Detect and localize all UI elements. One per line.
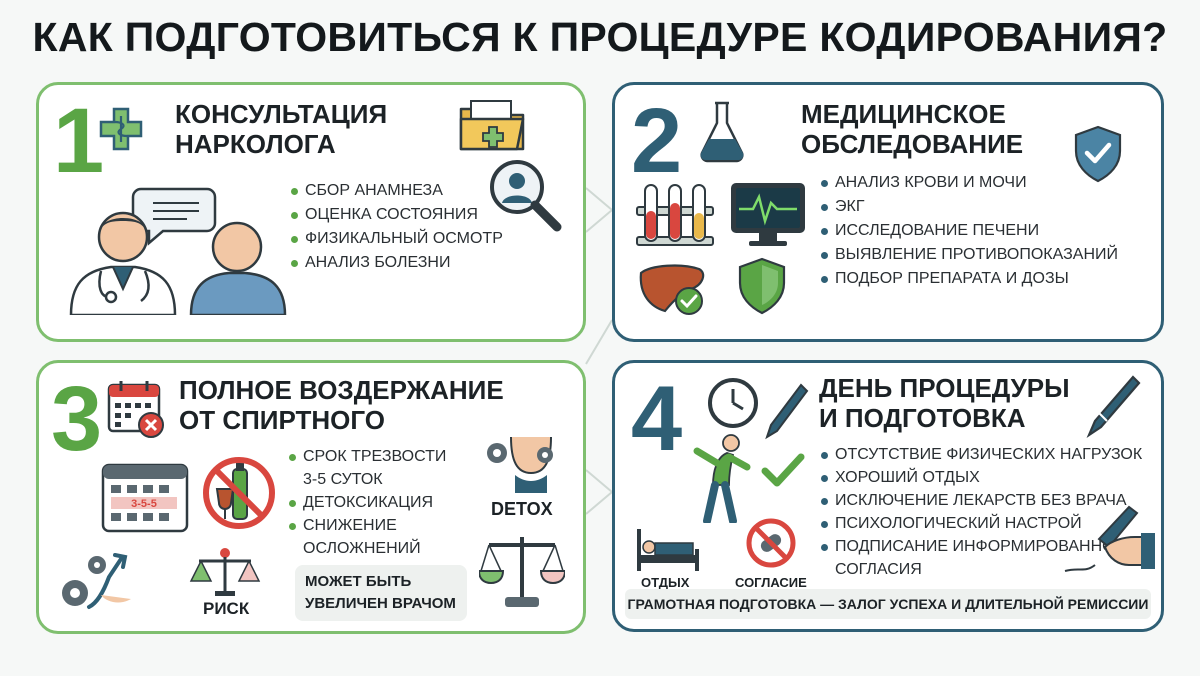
- list-item: АНАЛИЗ БОЛЕЗНИ: [289, 251, 503, 275]
- risk-label: РИСК: [203, 599, 250, 618]
- list-item: АНАЛИЗ КРОВИ И МОЧИ: [819, 171, 1118, 195]
- step-2-title-line1: МЕДИЦИНСКОЕ: [801, 99, 1006, 129]
- list-item: ОТСУТСТВИЕ ФИЗИЧЕСКИХ НАГРУЗОК: [819, 443, 1142, 466]
- medical-folder-icon: [459, 100, 525, 151]
- calendar-cancel-icon: [107, 381, 164, 438]
- medical-cross-icon: [99, 107, 143, 151]
- step-4-list: ОТСУТСТВИЕ ФИЗИЧЕСКИХ НАГРУЗОК ХОРОШИЙ О…: [819, 443, 1142, 581]
- step-4-card: 4 ДЕНЬ ПРОЦЕДУРЫ И ПОДГОТОВКА ОТДЫХ СОГЛ…: [612, 360, 1164, 632]
- pen-icon: [765, 383, 809, 440]
- green-shield-icon: [738, 257, 786, 315]
- test-tubes-icon: [636, 184, 714, 246]
- progress-gears-icon: [62, 553, 131, 609]
- step-3-title-line2: ОТ СПИРТНОГО: [179, 405, 385, 435]
- balance-scales-icon: [479, 537, 565, 607]
- page-title: КАК ПОДГОТОВИТЬСЯ К ПРОЦЕДУРЕ КОДИРОВАНИ…: [32, 14, 1168, 60]
- calendar-days-icon: 3-5-5: [101, 463, 189, 533]
- step-4-number: 4: [631, 368, 683, 470]
- exercise-person-icon: [693, 434, 751, 523]
- list-item: ХОРОШИЙ ОТДЫХ: [819, 466, 1142, 489]
- step-1-title-line2: НАРКОЛОГА: [175, 129, 336, 159]
- rest-label: ОТДЫХ: [641, 575, 690, 590]
- step-1-number: 1: [53, 90, 105, 192]
- list-item: ИСКЛЮЧЕНИЕ ЛЕКАРСТВ БЕЗ ВРАЧА: [819, 489, 1142, 512]
- calendar-days-text: 3-5-5: [131, 498, 157, 510]
- step-2-number: 2: [631, 90, 683, 192]
- step-3-number: 3: [51, 368, 103, 470]
- consent-label: СОГЛАСИЕ: [735, 575, 807, 590]
- step-1-title-line1: КОНСУЛЬТАЦИЯ: [175, 99, 388, 129]
- list-item: ЭКГ: [819, 195, 1118, 219]
- step-1-card: 1 КОНСУЛЬТАЦИЯ НАРКОЛОГА СБОР АНАМНЕЗА: [36, 82, 586, 342]
- signing-hand-icon: [1064, 505, 1155, 572]
- magnifier-person-icon: [490, 160, 562, 232]
- fountain-pen-icon: [1086, 375, 1141, 438]
- liver-icon: [639, 264, 705, 315]
- bed-icon: [637, 529, 699, 571]
- step-2-title-line2: ОБСЛЕДОВАНИЕ: [801, 129, 1024, 159]
- detox-label: DETOX: [491, 499, 553, 519]
- step-2-card: 2 МЕДИЦИНСКОЕ ОБСЛЕДОВАНИЕ АНАЛИЗ К: [612, 82, 1164, 342]
- list-item: ДЕТОКСИКАЦИЯ: [287, 491, 446, 514]
- shield-check-icon: [1074, 125, 1122, 183]
- no-alcohol-icon: [203, 457, 275, 529]
- list-item: ОЦЕНКА СОСТОЯНИЯ: [289, 203, 503, 227]
- flask-icon: [700, 101, 744, 163]
- detox-body-icon: [487, 436, 553, 493]
- list-item: ВЫЯВЛЕНИЕ ПРОТИВОПОКАЗАНИЙ: [819, 243, 1118, 267]
- risk-scales-icon: [189, 548, 261, 596]
- step-2-list: АНАЛИЗ КРОВИ И МОЧИ ЭКГ ИССЛЕДОВАНИЕ ПЕЧ…: [819, 171, 1118, 291]
- list-item: ИССЛЕДОВАНИЕ ПЕЧЕНИ: [819, 219, 1118, 243]
- list-item: ПОДБОР ПРЕПАРАТА И ДОЗЫ: [819, 267, 1118, 291]
- step-3-card: 3 ПОЛНОЕ ВОЗДЕРЖАНИЕ ОТ СПИРТНОГО 3-5-5 …: [36, 360, 586, 634]
- step-3-title-line1: ПОЛНОЕ ВОЗДЕРЖАНИЕ: [179, 375, 504, 405]
- doctor-patient-icon: [69, 187, 287, 315]
- step-4-title-line1: ДЕНЬ ПРОЦЕДУРЫ: [819, 373, 1070, 403]
- clock-icon: [708, 378, 758, 428]
- list-item: ФИЗИКАЛЬНЫЙ ОСМОТР: [289, 227, 503, 251]
- note-line2: УВЕЛИЧЕН ВРАЧОМ: [305, 595, 456, 612]
- note-box: МОЖЕТ БЫТЬ УВЕЛИЧЕН ВРАЧОМ: [295, 565, 467, 621]
- step-1-list: СБОР АНАМНЕЗА ОЦЕНКА СОСТОЯНИЯ ФИЗИКАЛЬН…: [289, 179, 503, 275]
- list-item: ПСИХОЛОГИЧЕСКИЙ НАСТРОЙ: [819, 512, 1142, 535]
- no-pills-icon: [746, 518, 796, 568]
- ecg-monitor-icon: [731, 183, 805, 246]
- list-item: СБОР АНАМНЕЗА: [289, 179, 503, 203]
- note-line1: МОЖЕТ БЫТЬ: [305, 573, 412, 590]
- step-4-title-line2: И ПОДГОТОВКА: [819, 403, 1026, 433]
- footer-bar: ГРАМОТНАЯ ПОДГОТОВКА — ЗАЛОГ УСПЕХА И ДЛ…: [625, 589, 1151, 619]
- green-check-icon: [761, 453, 805, 487]
